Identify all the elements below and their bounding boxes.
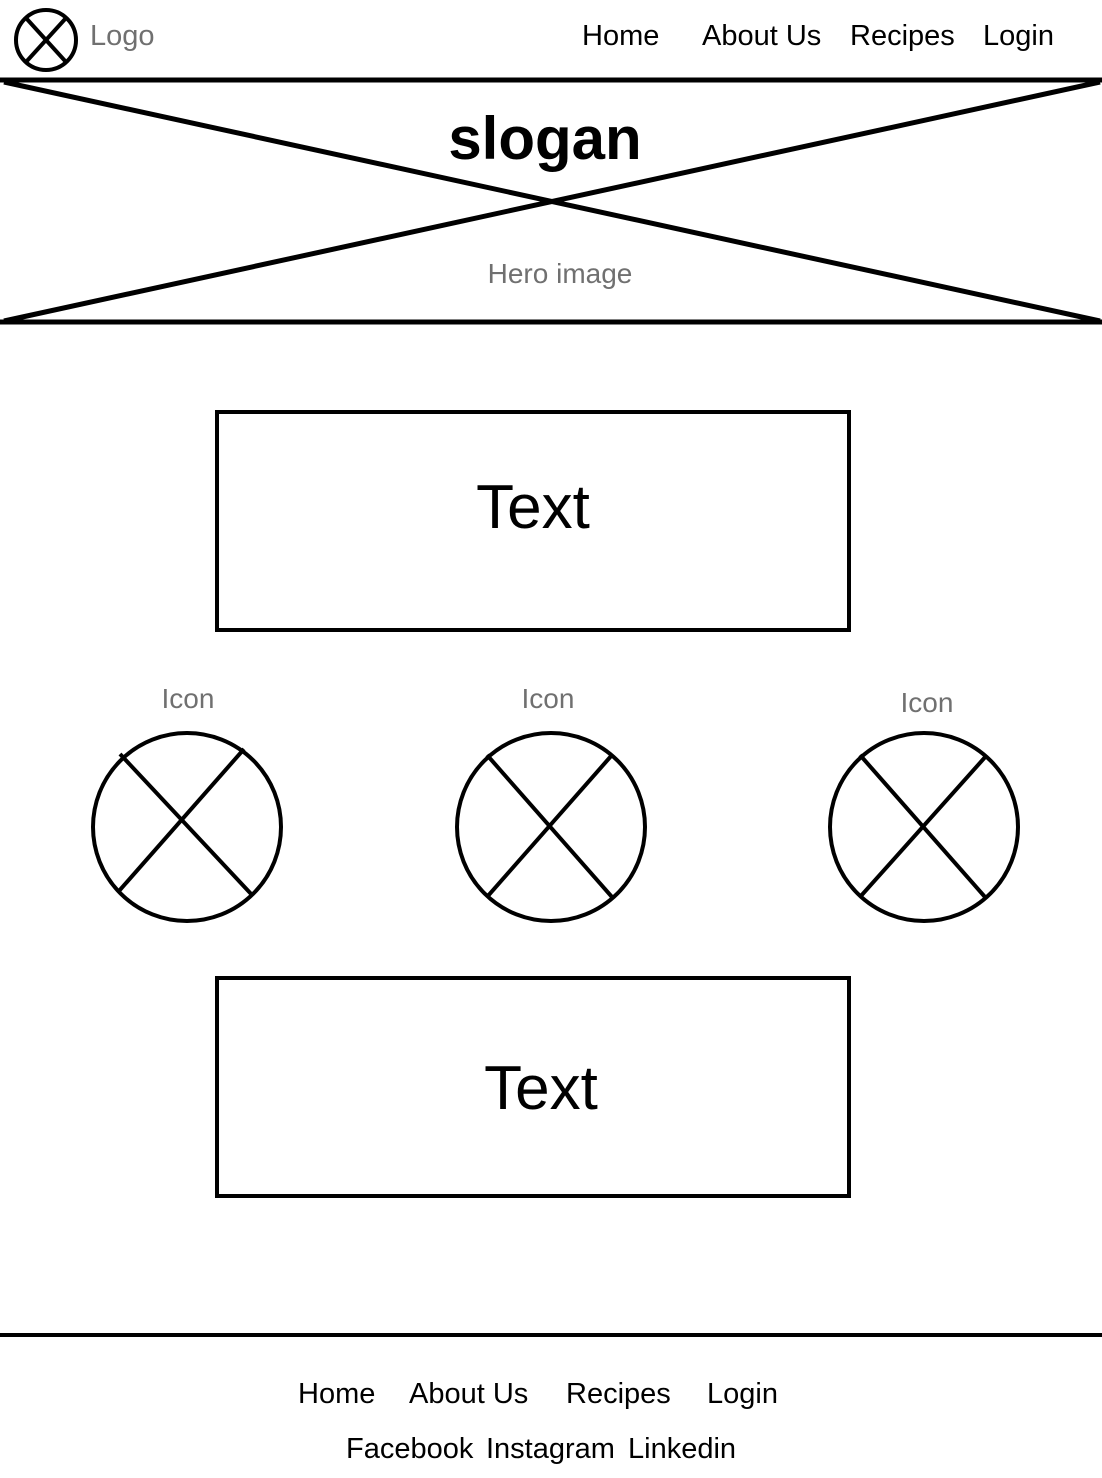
footer-recipes-link[interactable]: Recipes [566, 1378, 671, 1410]
text-box-bottom: Text [215, 976, 851, 1198]
nav-home-link[interactable]: Home [582, 20, 660, 52]
logo-icon[interactable] [13, 7, 79, 73]
linkedin-link[interactable]: Linkedin [628, 1433, 737, 1465]
text-box-bottom-label: Text [484, 1054, 598, 1123]
hero-slogan: slogan [448, 105, 642, 172]
footer-login-link[interactable]: Login [707, 1378, 778, 1410]
hero-image-label: Hero image [487, 258, 633, 289]
footer-home-link[interactable]: Home [298, 1378, 376, 1410]
icon-label-1: Icon [161, 683, 215, 714]
hero-image-placeholder [0, 77, 1102, 325]
icon-label-3: Icon [900, 687, 954, 718]
nav-login-link[interactable]: Login [983, 20, 1054, 52]
nav-recipes-link[interactable]: Recipes [850, 20, 955, 52]
logo-label: Logo [90, 20, 155, 52]
nav-about-link[interactable]: About Us [702, 20, 822, 52]
text-box-top-label: Text [476, 473, 590, 542]
placeholder-icon-1[interactable] [89, 729, 285, 925]
icon-label-2: Icon [521, 683, 575, 714]
footer-divider [0, 1333, 1102, 1337]
instagram-link[interactable]: Instagram [486, 1433, 615, 1465]
text-box-top: Text [215, 410, 851, 632]
hero-image: slogan Hero image [0, 0, 1102, 330]
footer-about-link[interactable]: About Us [409, 1378, 529, 1410]
placeholder-icon-3[interactable] [826, 729, 1022, 925]
facebook-link[interactable]: Facebook [346, 1433, 474, 1465]
placeholder-icon-2[interactable] [453, 729, 649, 925]
